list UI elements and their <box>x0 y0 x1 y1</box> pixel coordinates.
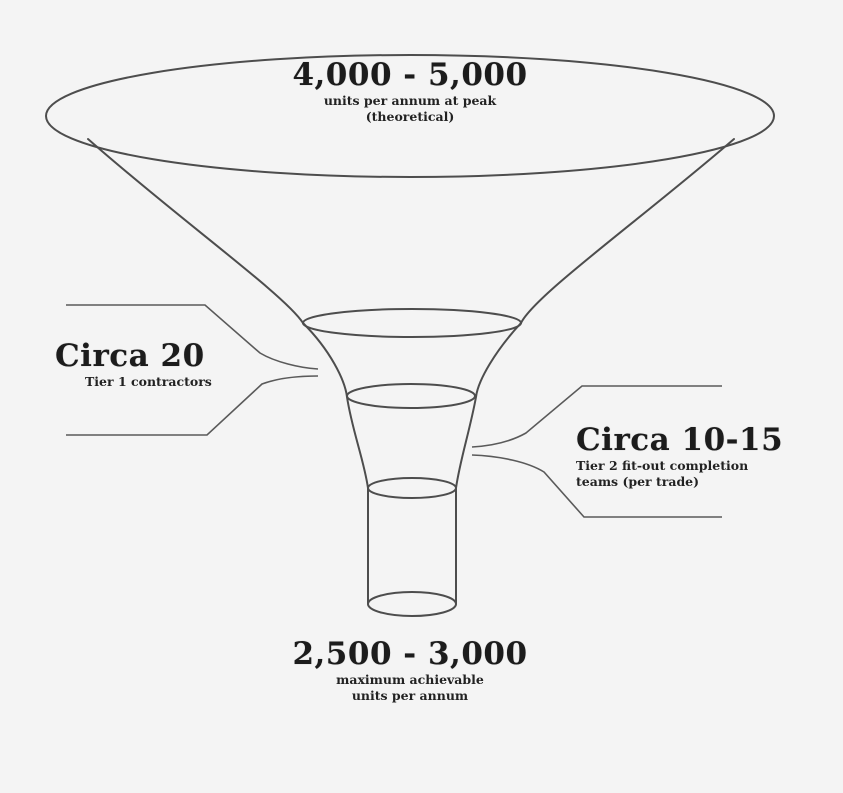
funnel-top-rim <box>45 54 775 178</box>
tier1-label: Circa 20 Tier 1 contractors <box>55 338 245 390</box>
funnel-cone-left-wall <box>87 138 304 324</box>
top-capacity-caption-line2: (theoretical) <box>365 109 455 124</box>
bottom-capacity-caption-line1: maximum achievable <box>336 672 484 687</box>
tier1-value: Circa 20 <box>55 338 205 374</box>
bottom-capacity-caption-line2: units per annum <box>351 688 469 703</box>
top-capacity-label: 4,000 - 5,000 units per annum at peak (t… <box>250 57 570 125</box>
bottom-capacity-value: 2,500 - 3,000 <box>292 636 528 672</box>
left-callout-lower-line <box>66 375 319 436</box>
tier2-caption-line2: teams (per trade) <box>576 474 700 489</box>
tier2-value: Circa 10-15 <box>576 422 784 458</box>
tier2-caption-line1: Tier 2 fit-out completion <box>576 458 749 473</box>
funnel-tube-top-ring <box>367 477 457 499</box>
funnel-cone-right-wall <box>520 138 735 324</box>
funnel-neck-right-wall <box>455 322 522 489</box>
right-callout-upper-line <box>471 385 722 448</box>
top-capacity-caption-line1: units per annum at peak <box>323 93 497 108</box>
funnel-neck-ring <box>346 383 476 409</box>
tier2-label: Circa 10-15 Tier 2 fit-out completion te… <box>576 422 826 490</box>
funnel-middle-ring <box>302 308 522 338</box>
tier1-caption: Tier 1 contractors <box>85 374 212 389</box>
right-callout-lower-line <box>471 454 722 518</box>
left-callout-upper-line <box>66 304 319 370</box>
funnel-tube-bottom <box>367 591 457 617</box>
top-capacity-value: 4,000 - 5,000 <box>292 57 528 93</box>
bottom-capacity-label: 2,500 - 3,000 maximum achievable units p… <box>250 636 570 704</box>
funnel-neck-left-wall <box>302 322 369 489</box>
